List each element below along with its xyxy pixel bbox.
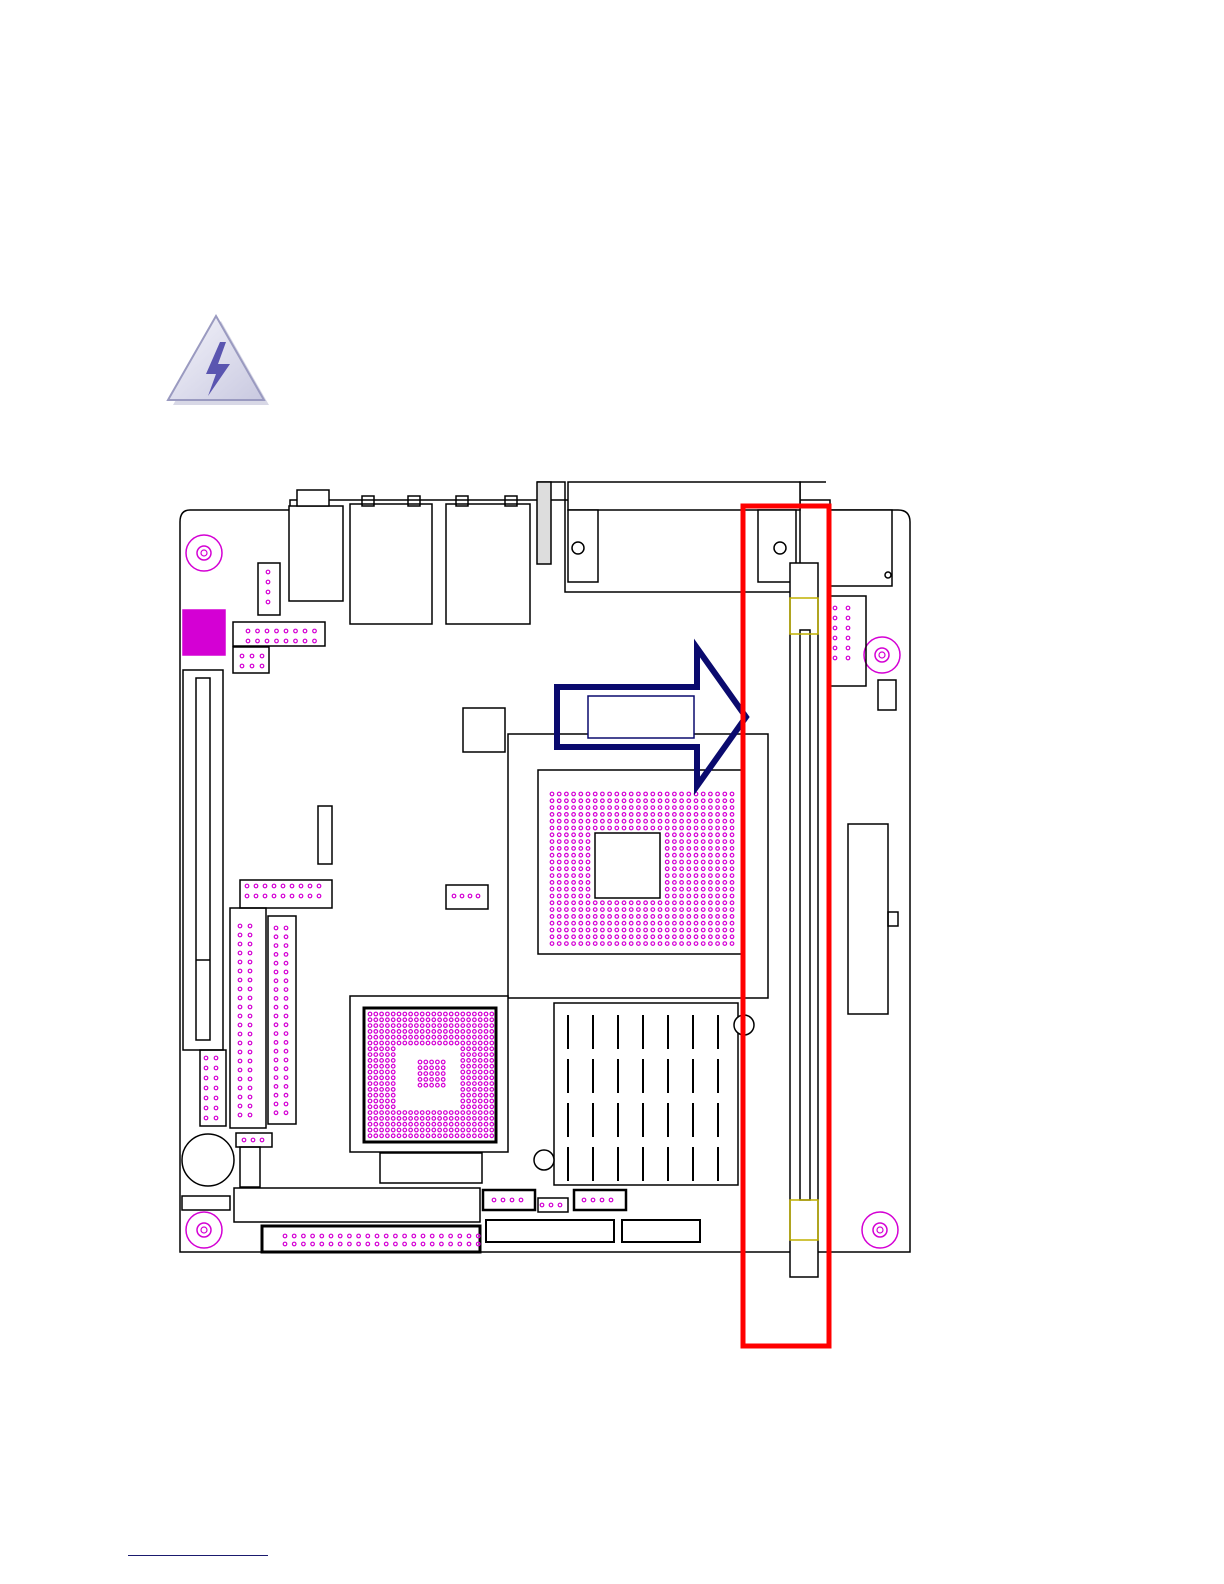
footer-rule <box>128 1555 268 1556</box>
atx-power-connector <box>848 824 888 1014</box>
heatsink <box>554 1003 738 1185</box>
super-io-chip <box>183 610 225 655</box>
rj45-usb-port-1 <box>350 504 432 624</box>
memory-dimm-slot <box>790 563 818 1277</box>
pci-slot <box>183 670 223 1050</box>
callout-label-box <box>588 696 694 738</box>
cpu-socket <box>538 770 744 954</box>
rj45-usb-port-2 <box>446 504 530 624</box>
audio-jack-block <box>289 506 343 601</box>
